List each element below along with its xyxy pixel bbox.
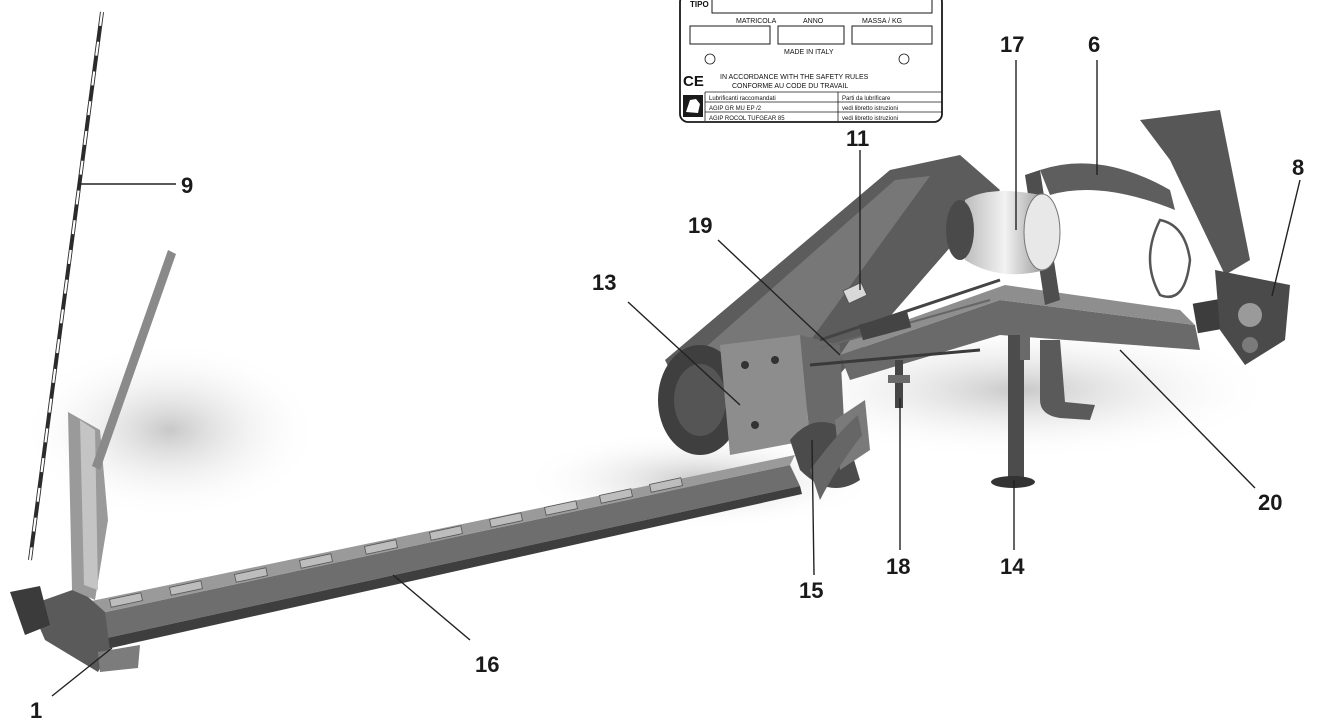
plate-matricola-label: MATRICOLA [736,18,777,25]
leader-16 [392,574,471,641]
plate-row-3-right: vedi libretto istruzioni [842,116,898,122]
plate-anno-label: ANNO [803,18,824,25]
callout-1: 1 [30,698,42,722]
leader-19 [717,239,841,356]
hitch-bracket [1215,270,1290,365]
plate-safety-fr: CONFORME AU CODE DU TRAVAIL [732,83,848,90]
callout-11: 11 [846,126,869,151]
callout-20: 20 [1258,490,1282,515]
plate-row-1-right: Parti da lubrificare [842,96,891,102]
cutter-bar [72,455,802,650]
plate-ce-mark: CE [683,73,704,90]
plate-tipo-label: TIPO [690,0,709,9]
support-bar [1040,340,1095,420]
adjusting-screw [888,360,910,408]
callout-19: 19 [688,213,712,238]
plate-rivet-right [898,53,910,65]
plate-row-2-right: vedi libretto istruzioni [842,106,898,112]
leader-20 [1119,349,1256,489]
plate-row-3-left: AGIP ROCOL TUFGEAR 85 [709,116,785,122]
plate-rivet-left [704,53,716,65]
callout-13: 13 [592,270,616,295]
leader-13 [627,301,741,406]
callout-18: 18 [886,554,910,579]
leader-8 [1271,179,1301,297]
callout-labels: 1 6 8 9 11 13 14 15 16 17 18 19 20 [30,32,1304,722]
plate-safety-en: IN ACCORDANCE WITH THE SAFETY RULES [720,74,869,81]
cutter-teeth [109,477,683,608]
callout-16: 16 [475,652,499,677]
plate-logo [683,95,703,117]
grass-deflector-rod [92,250,176,470]
plate-made-in: MADE IN ITALY [784,49,834,56]
linkage-rods [809,278,1001,367]
plate-row-2-left: AGIP GR MU EP /2 [709,106,762,112]
outer-shoe [10,586,140,672]
id-plate: TIPO MATRICOLA ANNO MASSA / KG MADE IN I… [679,0,943,123]
housing-plate [842,281,868,305]
leader-15 [811,439,815,576]
marker-rod [28,11,104,561]
leader-1 [51,647,113,697]
knife-head-block [720,335,845,455]
callout-9: 9 [181,173,193,198]
skid-shoe [810,415,862,500]
plate-massa-label: MASSA / KG [862,18,902,25]
callout-14: 14 [1000,554,1025,579]
plate-row-1-left: Lubrificanti raccomandati [709,96,776,102]
callout-15: 15 [799,578,823,603]
stand-leg [991,330,1035,488]
safety-chain [1148,218,1192,298]
pto-bell [946,191,1061,275]
leader-lines [51,60,1301,697]
callout-17: 17 [1000,32,1024,57]
callout-6: 6 [1088,32,1100,57]
callout-8: 8 [1292,155,1304,180]
